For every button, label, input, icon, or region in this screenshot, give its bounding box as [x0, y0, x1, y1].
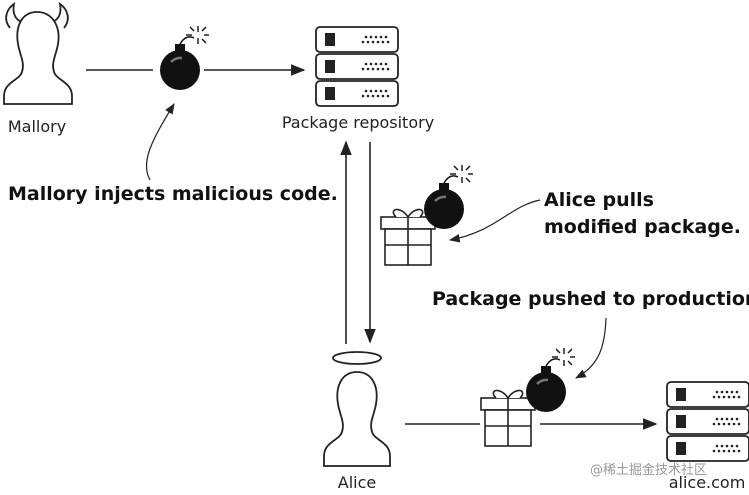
deployed-package-icon: [480, 389, 536, 447]
pull-pointer-arrow: [448, 199, 541, 243]
mallory-label: Mallory: [8, 117, 66, 136]
alice-figure-icon: [323, 351, 391, 467]
mallory-figure-icon: [3, 2, 73, 105]
pushed-annotation: Package pushed to production.: [432, 288, 749, 310]
package-repository-label: Package repository: [282, 113, 434, 132]
pull-annotation-line2: modified package.: [544, 216, 741, 238]
bomb-icon: [158, 24, 211, 92]
pushed-pointer-arrow: [575, 317, 607, 379]
watermark-text: @稀土掘金技术社区: [590, 462, 707, 478]
repository-server-icon: [316, 27, 398, 106]
alice-com-label: alice.com: [669, 473, 746, 492]
bomb-icon: [524, 346, 577, 414]
pull-annotation-line1: Alice pulls: [544, 189, 654, 211]
inject-pointer-arrow: [145, 103, 175, 181]
inject-annotation: Mallory injects malicious code.: [8, 183, 338, 205]
alice-label: Alice: [338, 473, 376, 492]
alice-com-server-icon: [667, 382, 749, 461]
bomb-icon: [422, 163, 475, 231]
